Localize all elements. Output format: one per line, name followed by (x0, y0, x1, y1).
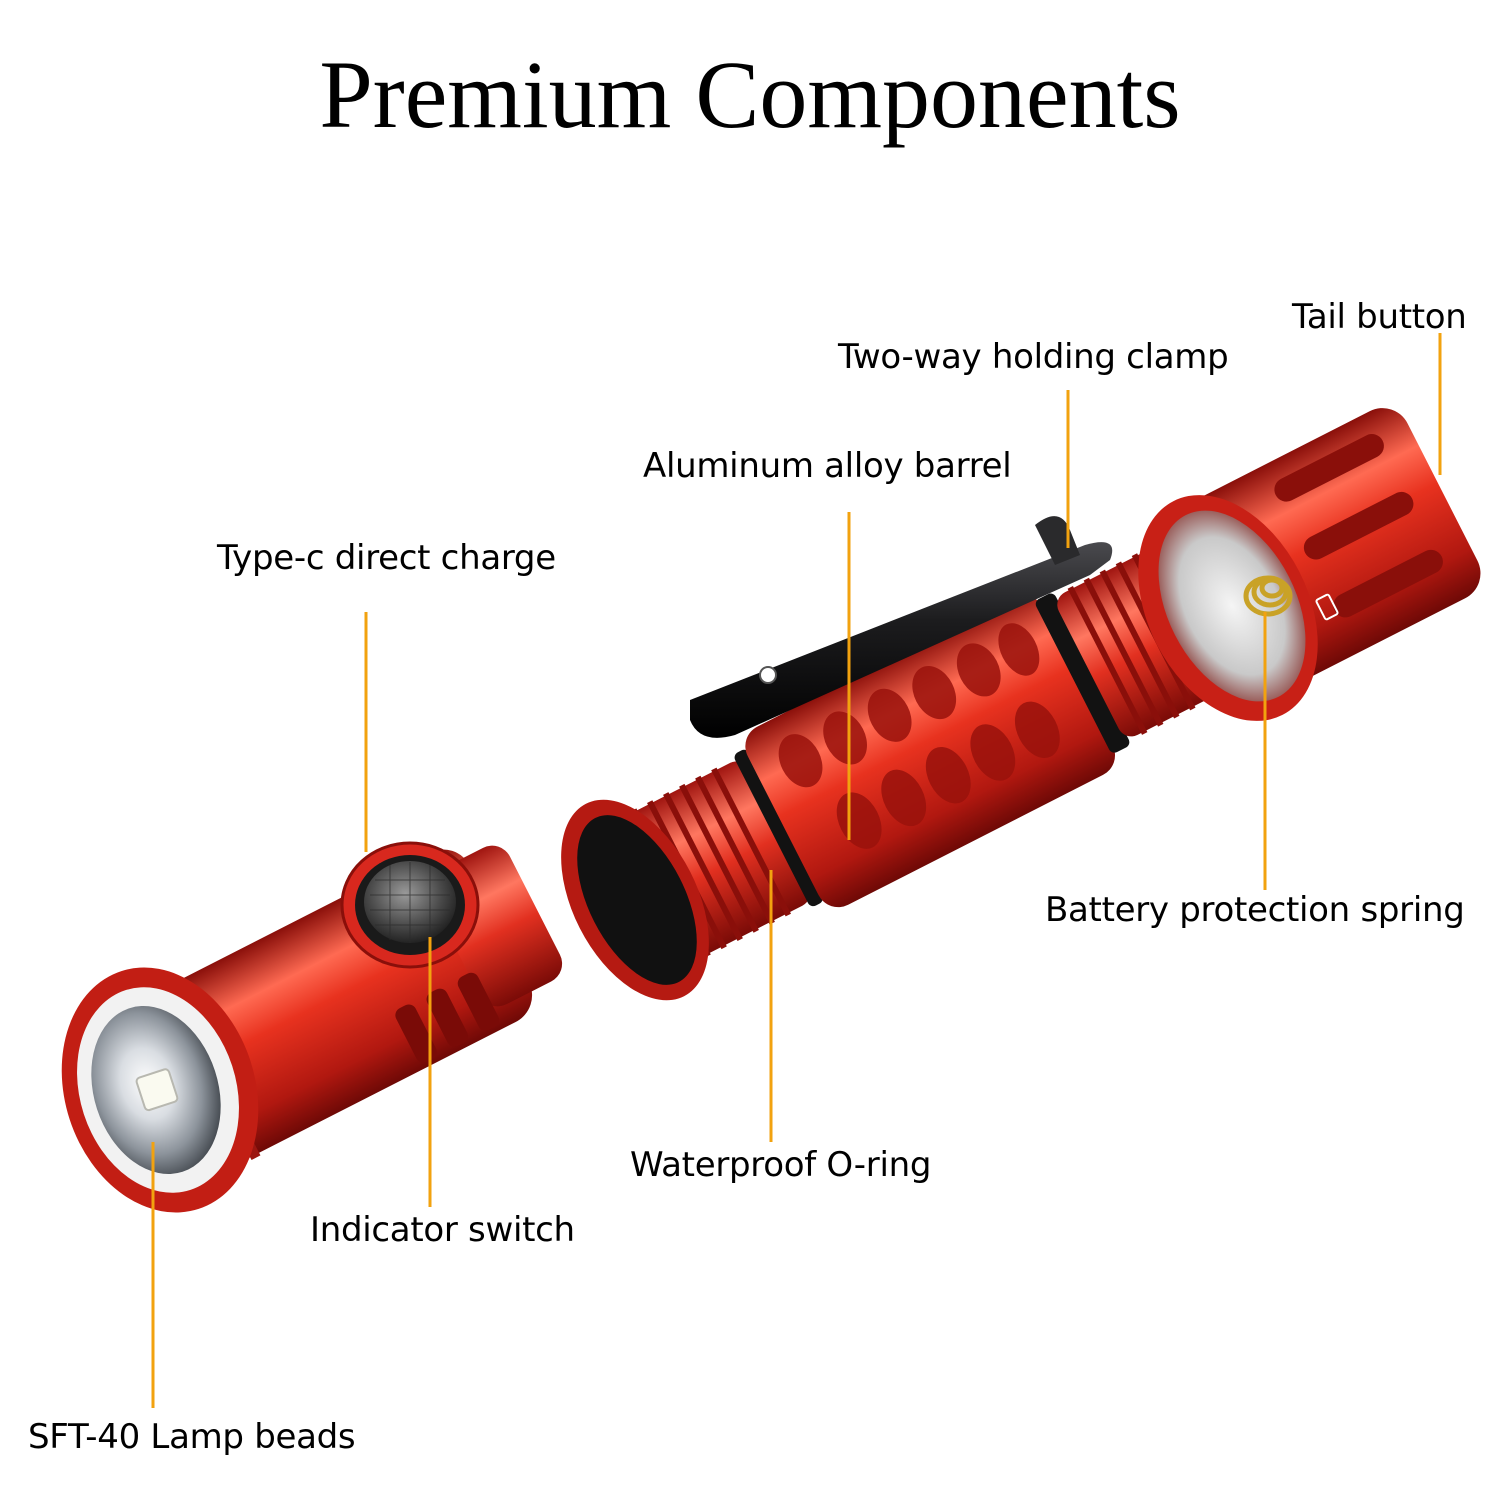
pocket-clip (690, 542, 1113, 738)
clip-hole (759, 666, 777, 684)
label-holding-clamp: Two-way holding clamp (838, 337, 1229, 377)
page-title: Premium Components (319, 41, 1181, 148)
battery-icon (1315, 593, 1339, 621)
led-emitter (135, 1068, 179, 1112)
label-barrel: Aluminum alloy barrel (643, 446, 1012, 486)
label-indicator-switch: Indicator switch (310, 1210, 575, 1250)
battery-spring (1243, 575, 1293, 617)
label-type-c: Type-c direct charge (217, 538, 556, 578)
label-battery-spring: Battery protection spring (1045, 890, 1465, 930)
label-o-ring: Waterproof O-ring (630, 1145, 932, 1185)
label-tail-button: Tail button (1292, 297, 1467, 337)
o-ring (734, 749, 823, 907)
label-lamp-beads: SFT-40 Lamp beads (28, 1417, 356, 1457)
